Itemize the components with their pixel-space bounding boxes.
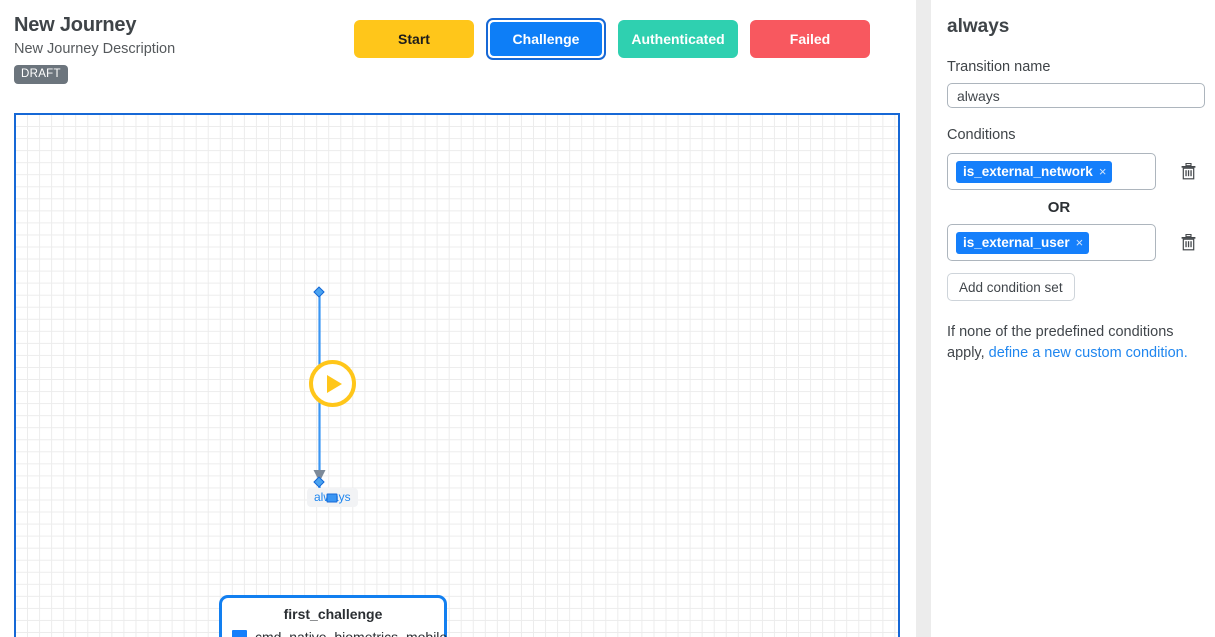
trash-icon xyxy=(1181,234,1195,251)
add-condition-set-button[interactable]: Add condition set xyxy=(947,273,1075,301)
condition-set-row: is_external_network × xyxy=(947,153,1199,190)
edge-label-always[interactable]: always xyxy=(307,488,358,507)
transition-properties-panel: always Transition name Conditions is_ext… xyxy=(931,0,1215,637)
condition-tag-label: is_external_network xyxy=(963,163,1093,179)
condition-set-field[interactable]: is_external_network × xyxy=(947,153,1156,190)
delete-condition-set-button[interactable] xyxy=(1177,161,1199,183)
state-button-row: Start Challenge Authenticated Failed xyxy=(354,18,870,62)
custom-condition-hint-text: If none of the predefined conditions app… xyxy=(947,324,1174,361)
page-title: New Journey xyxy=(14,14,137,36)
state-button-start[interactable]: Start xyxy=(354,20,474,58)
condition-tag[interactable]: is_external_network × xyxy=(956,160,1113,183)
edge-arrowhead xyxy=(313,470,326,482)
flow-canvas[interactable]: always first_challenge cmd_native_biomet… xyxy=(14,113,900,637)
title-block: New Journey New Journey Description DRAF… xyxy=(14,12,175,84)
flow-graph: always first_challenge cmd_native_biomet… xyxy=(16,115,898,637)
status-badge: DRAFT xyxy=(14,65,68,84)
delete-condition-set-button[interactable] xyxy=(1177,232,1199,254)
state-button-challenge[interactable]: Challenge xyxy=(490,22,602,56)
conditions-label: Conditions xyxy=(947,127,1016,143)
trash-icon xyxy=(1181,163,1195,180)
flow-node-item[interactable]: cmd_native_biometrics_mobile xyxy=(222,626,448,637)
edge-label-icon xyxy=(326,493,338,502)
panel-title: always xyxy=(947,16,1010,37)
flow-node-title: first_challenge xyxy=(283,606,383,622)
edge-layer xyxy=(313,293,326,507)
condition-operator: OR xyxy=(1047,199,1071,216)
condition-set-row: is_external_user × xyxy=(947,224,1199,261)
custom-condition-hint: If none of the predefined conditions app… xyxy=(947,322,1195,363)
play-icon xyxy=(327,374,342,393)
condition-set-field[interactable]: is_external_user × xyxy=(947,224,1156,261)
condition-tag-label: is_external_user xyxy=(963,234,1070,250)
panel-divider xyxy=(916,0,931,637)
canvas-grid xyxy=(16,115,898,637)
close-icon[interactable]: × xyxy=(1075,234,1084,250)
state-button-challenge-selected-ring: Challenge xyxy=(486,18,606,60)
header: New Journey New Journey Description DRAF… xyxy=(0,0,915,100)
method-swatch-icon xyxy=(232,629,247,637)
close-icon[interactable]: × xyxy=(1098,163,1107,179)
state-button-authenticated[interactable]: Authenticated xyxy=(618,20,738,58)
transition-name-label: Transition name xyxy=(947,59,1051,75)
transition-name-input[interactable] xyxy=(947,83,1205,108)
custom-condition-link[interactable]: define a new custom condition. xyxy=(988,344,1188,361)
condition-tag[interactable]: is_external_user × xyxy=(956,231,1090,254)
flow-node-item-label: cmd_native_biometrics_mobile xyxy=(255,629,448,637)
start-node[interactable] xyxy=(309,360,356,407)
flow-node-first-challenge[interactable]: first_challenge cmd_native_biometrics_mo… xyxy=(219,595,447,637)
page-description: New Journey Description xyxy=(14,41,176,57)
state-button-failed[interactable]: Failed xyxy=(750,20,870,58)
